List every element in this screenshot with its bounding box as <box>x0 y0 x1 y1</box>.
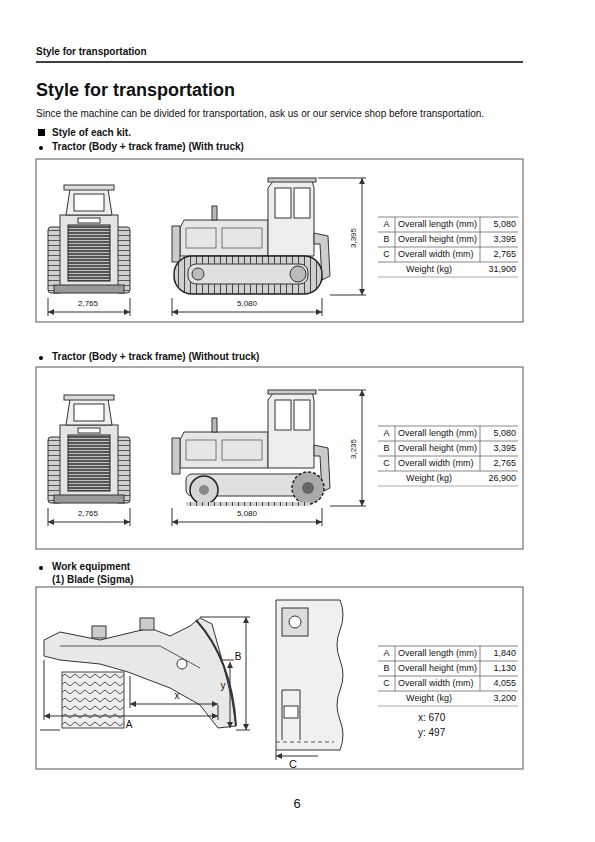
table-cell: B <box>378 663 395 673</box>
label-text: y <box>218 680 228 692</box>
table-cell: Overall length (mm) <box>398 219 480 229</box>
label-text: x: 670 <box>418 712 478 724</box>
label-text: A <box>122 719 136 731</box>
label-text: C <box>286 758 300 771</box>
table-cell: 1,840 <box>480 648 516 658</box>
table-cell: A <box>378 219 395 229</box>
heading-text: Style of each kit. <box>52 127 252 139</box>
table-rule <box>378 277 518 278</box>
table-rule <box>378 262 518 263</box>
table-cell: C <box>378 678 395 688</box>
table-rule <box>395 426 396 471</box>
table-cell: Weight (kg) <box>378 264 480 274</box>
table-rule <box>378 661 518 662</box>
table-rule <box>378 232 518 233</box>
table-cell: 1,130 <box>480 663 516 673</box>
label-text: 6 <box>280 797 314 812</box>
table-rule <box>378 646 518 647</box>
table-cell: 2,765 <box>480 458 516 468</box>
table-rule <box>378 486 518 487</box>
table-cell: Overall height (mm) <box>398 234 480 244</box>
table-cell: A <box>378 428 395 438</box>
table-cell: 3,395 <box>480 443 516 453</box>
table-cell: Overall height (mm) <box>398 663 480 673</box>
table-cell: B <box>378 234 395 244</box>
table-cell: Weight (kg) <box>378 693 480 703</box>
table-cell: 5,080 <box>227 509 267 518</box>
table-cell: Overall width (mm) <box>398 249 480 259</box>
table-cell: B <box>378 443 395 453</box>
table-rule <box>378 456 518 457</box>
table-cell: 26,900 <box>480 473 516 483</box>
table-cell: 2,765 <box>68 299 108 308</box>
table-rule <box>378 441 518 442</box>
table-cell: Overall length (mm) <box>398 428 480 438</box>
table-rule <box>480 426 481 471</box>
table-rule <box>378 706 518 707</box>
table-rule <box>480 646 481 691</box>
label-text: B <box>232 651 244 663</box>
heading-text: Tractor (Body + track frame) (Without tr… <box>52 351 352 363</box>
label-text: x <box>172 690 182 702</box>
table-cell: 2,765 <box>68 509 108 518</box>
table-cell: 3,395 <box>480 234 516 244</box>
table-cell: 3,235 <box>349 431 358 467</box>
heading-text: (1) Blade (Sigma) <box>52 574 252 586</box>
heading-text: Style for transportation <box>36 46 336 58</box>
table-cell: C <box>378 458 395 468</box>
table-cell: 4,055 <box>480 678 516 688</box>
table-rule <box>395 646 396 691</box>
table-rule <box>378 247 518 248</box>
table-cell: 2,765 <box>480 249 516 259</box>
table-cell: Overall height (mm) <box>398 443 480 453</box>
label-text: Since the machine can be divided for tra… <box>36 108 546 120</box>
table-rule <box>378 676 518 677</box>
table-cell: Overall length (mm) <box>398 648 480 658</box>
heading-text: Work equipment <box>52 561 252 573</box>
table-cell: A <box>378 648 395 658</box>
table-rule <box>378 471 518 472</box>
table-cell: 5,080 <box>480 219 516 229</box>
table-cell: 31,900 <box>480 264 516 274</box>
table-rule <box>378 691 518 692</box>
table-rule <box>378 217 518 218</box>
table-rule <box>480 217 481 262</box>
heading-text: Tractor (Body + track frame) (With truck… <box>52 141 352 153</box>
table-rule <box>395 217 396 262</box>
page-title: Style for transportation <box>36 80 235 101</box>
label-text: y: 497 <box>418 727 478 739</box>
table-cell: C <box>378 249 395 259</box>
table-cell: 5,080 <box>480 428 516 438</box>
table-cell: 3,200 <box>480 693 516 703</box>
table-cell: Overall width (mm) <box>398 458 480 468</box>
table-cell: 3,395 <box>349 220 358 256</box>
table-cell: Overall width (mm) <box>398 678 480 688</box>
table-cell: 5,080 <box>227 299 267 308</box>
table-cell: Weight (kg) <box>378 473 480 483</box>
table-rule <box>378 426 518 427</box>
